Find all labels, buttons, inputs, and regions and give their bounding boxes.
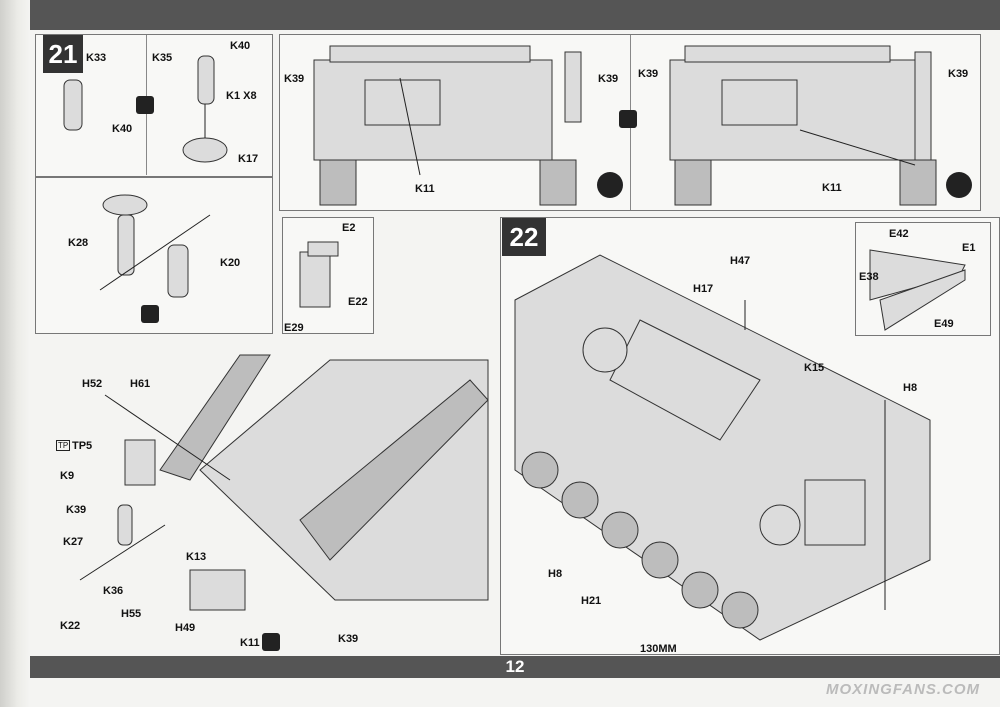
part-label: K39 [284, 73, 305, 85]
part-label: K39 [638, 68, 659, 80]
step-number-21: 21 [43, 35, 83, 73]
part-label: E2 [342, 222, 356, 234]
part-label: K11 [240, 637, 260, 649]
part-label: H52 [82, 378, 103, 390]
part-label: H55 [121, 608, 142, 620]
part-label: K39 [66, 504, 87, 516]
part-label: H8 [903, 382, 918, 394]
part-label: K13 [186, 551, 207, 563]
part-label: E42 [889, 228, 909, 240]
part-label: K17 [238, 153, 259, 165]
part-label: H17 [693, 283, 714, 295]
part-label: H47 [730, 255, 751, 267]
part-label: K40 [112, 123, 133, 135]
part-label: TP5 [72, 440, 93, 452]
part-label: K40 [230, 40, 251, 52]
watermark: MOXINGFANS.COM [825, 681, 980, 698]
magnify-icon [946, 172, 972, 198]
part-label: K11 [822, 182, 842, 194]
part-label: K15 [804, 362, 825, 374]
part-label: K20 [220, 257, 241, 269]
part-label: K1 X8 [226, 90, 257, 102]
alternative-option-icon [619, 110, 637, 128]
part-label: K28 [68, 237, 89, 249]
part-label: E22 [348, 296, 368, 308]
part-label: K33 [86, 52, 107, 64]
page-binding [0, 0, 30, 707]
transparent-part-icon: TP [56, 440, 71, 451]
part-label: K39 [948, 68, 969, 80]
part-label: E38 [859, 271, 879, 283]
part-label: E29 [284, 322, 304, 334]
part-label: K36 [103, 585, 124, 597]
part-label: K39 [338, 633, 359, 645]
page-number: 12 [505, 657, 525, 676]
part-label: K11 [415, 183, 435, 195]
part-label: K9 [60, 470, 75, 482]
bottom-bar: 12 [30, 656, 1000, 678]
alternative-option-icon [136, 96, 154, 114]
alternative-option-icon [141, 305, 159, 323]
part-label: E49 [934, 318, 954, 330]
part-label: K35 [152, 52, 173, 64]
part-label: 130MM [640, 643, 677, 655]
alternative-option-icon [262, 633, 280, 651]
part-label: K39 [598, 73, 619, 85]
part-label: H8 [548, 568, 563, 580]
part-label: K27 [63, 536, 84, 548]
top-bar [30, 0, 1000, 30]
part-label: H21 [581, 595, 602, 607]
part-label: K22 [60, 620, 81, 632]
magnify-icon [597, 172, 623, 198]
step-number-22: 22 [502, 218, 546, 256]
part-label: H61 [130, 378, 151, 390]
part-label: E1 [962, 242, 976, 254]
part-label: H49 [175, 622, 196, 634]
